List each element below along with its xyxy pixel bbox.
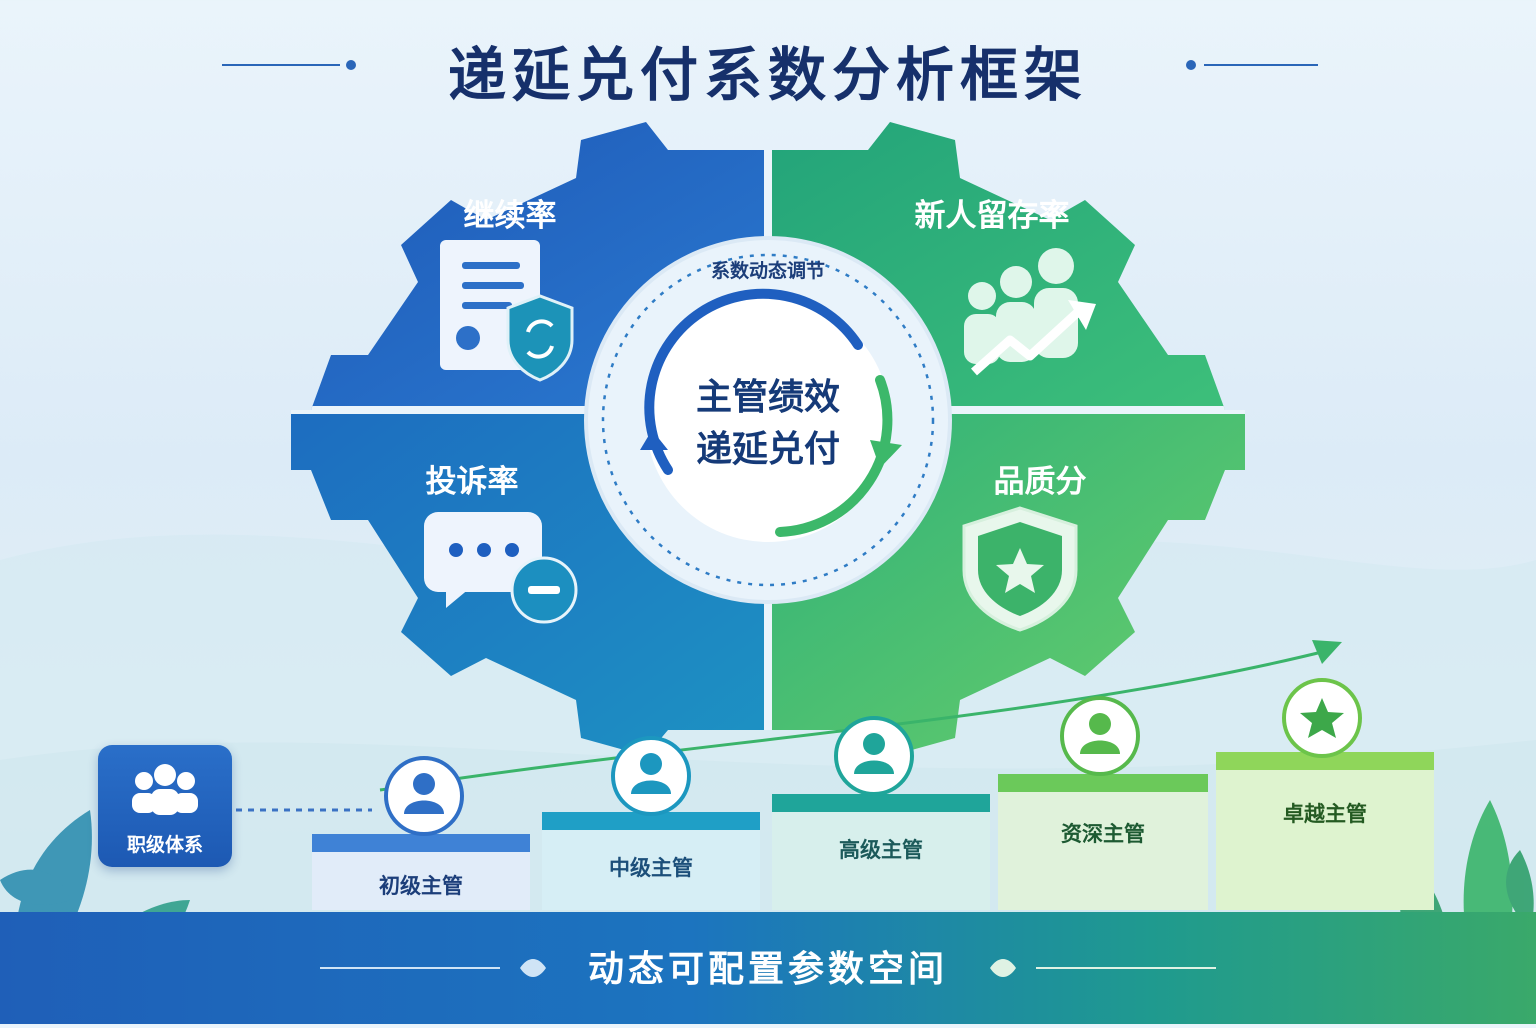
people-group-icon <box>132 764 198 815</box>
center-line-1: 主管绩效 <box>695 377 840 418</box>
people-growth-icon <box>964 248 1096 376</box>
step-2 <box>542 812 760 910</box>
shield-star-icon <box>962 506 1078 632</box>
avatar-step-4 <box>1060 696 1140 776</box>
grade-label-junior: 初级主管 <box>379 874 463 898</box>
page-title: 递延兑付系数分析框架 <box>447 41 1088 109</box>
step-3 <box>772 794 990 910</box>
title-rule-right <box>1204 64 1318 66</box>
avatar-step-1 <box>384 756 464 836</box>
grade-system-label: 职级体系 <box>126 834 203 856</box>
grade-label-expert: 资深主管 <box>1061 822 1145 846</box>
chat-minus-icon <box>424 512 578 624</box>
title-dot-right <box>1186 60 1196 70</box>
cycle-arrow-blue <box>644 288 863 475</box>
avatar-step-5 <box>1282 678 1362 758</box>
grade-label-excellent: 卓越主管 <box>1283 802 1367 826</box>
center-disc <box>646 298 890 542</box>
footer-text: 动态可配置参数空间 <box>587 949 948 990</box>
center-line-2: 递延兑付 <box>695 429 840 470</box>
title-rule-left <box>222 64 340 66</box>
document-shield-renew-icon <box>440 240 574 382</box>
grade-label-mid: 中级主管 <box>609 856 693 880</box>
grade-system-box <box>98 745 232 867</box>
quadrant-label-quality: 品质分 <box>993 464 1087 500</box>
step-1 <box>312 834 530 910</box>
title-dot-left <box>346 60 356 70</box>
footer-ornaments <box>320 959 1216 977</box>
step-4 <box>998 774 1208 910</box>
grade-label-senior: 高级主管 <box>839 838 923 862</box>
center-text: 主管绩效 递延兑付 <box>650 372 886 476</box>
ring-label: 系数动态调节 <box>710 260 825 282</box>
cycle-arrow-green <box>775 375 893 537</box>
quadrant-label-complaint: 投诉率 <box>425 464 519 500</box>
avatar-step-2 <box>611 736 691 816</box>
footer-band <box>0 912 1536 1024</box>
quadrant-label-retention: 继续率 <box>463 198 557 234</box>
quadrant-label-new-hire: 新人留存率 <box>914 198 1070 234</box>
step-5 <box>1216 752 1434 910</box>
avatar-step-3 <box>834 716 914 796</box>
